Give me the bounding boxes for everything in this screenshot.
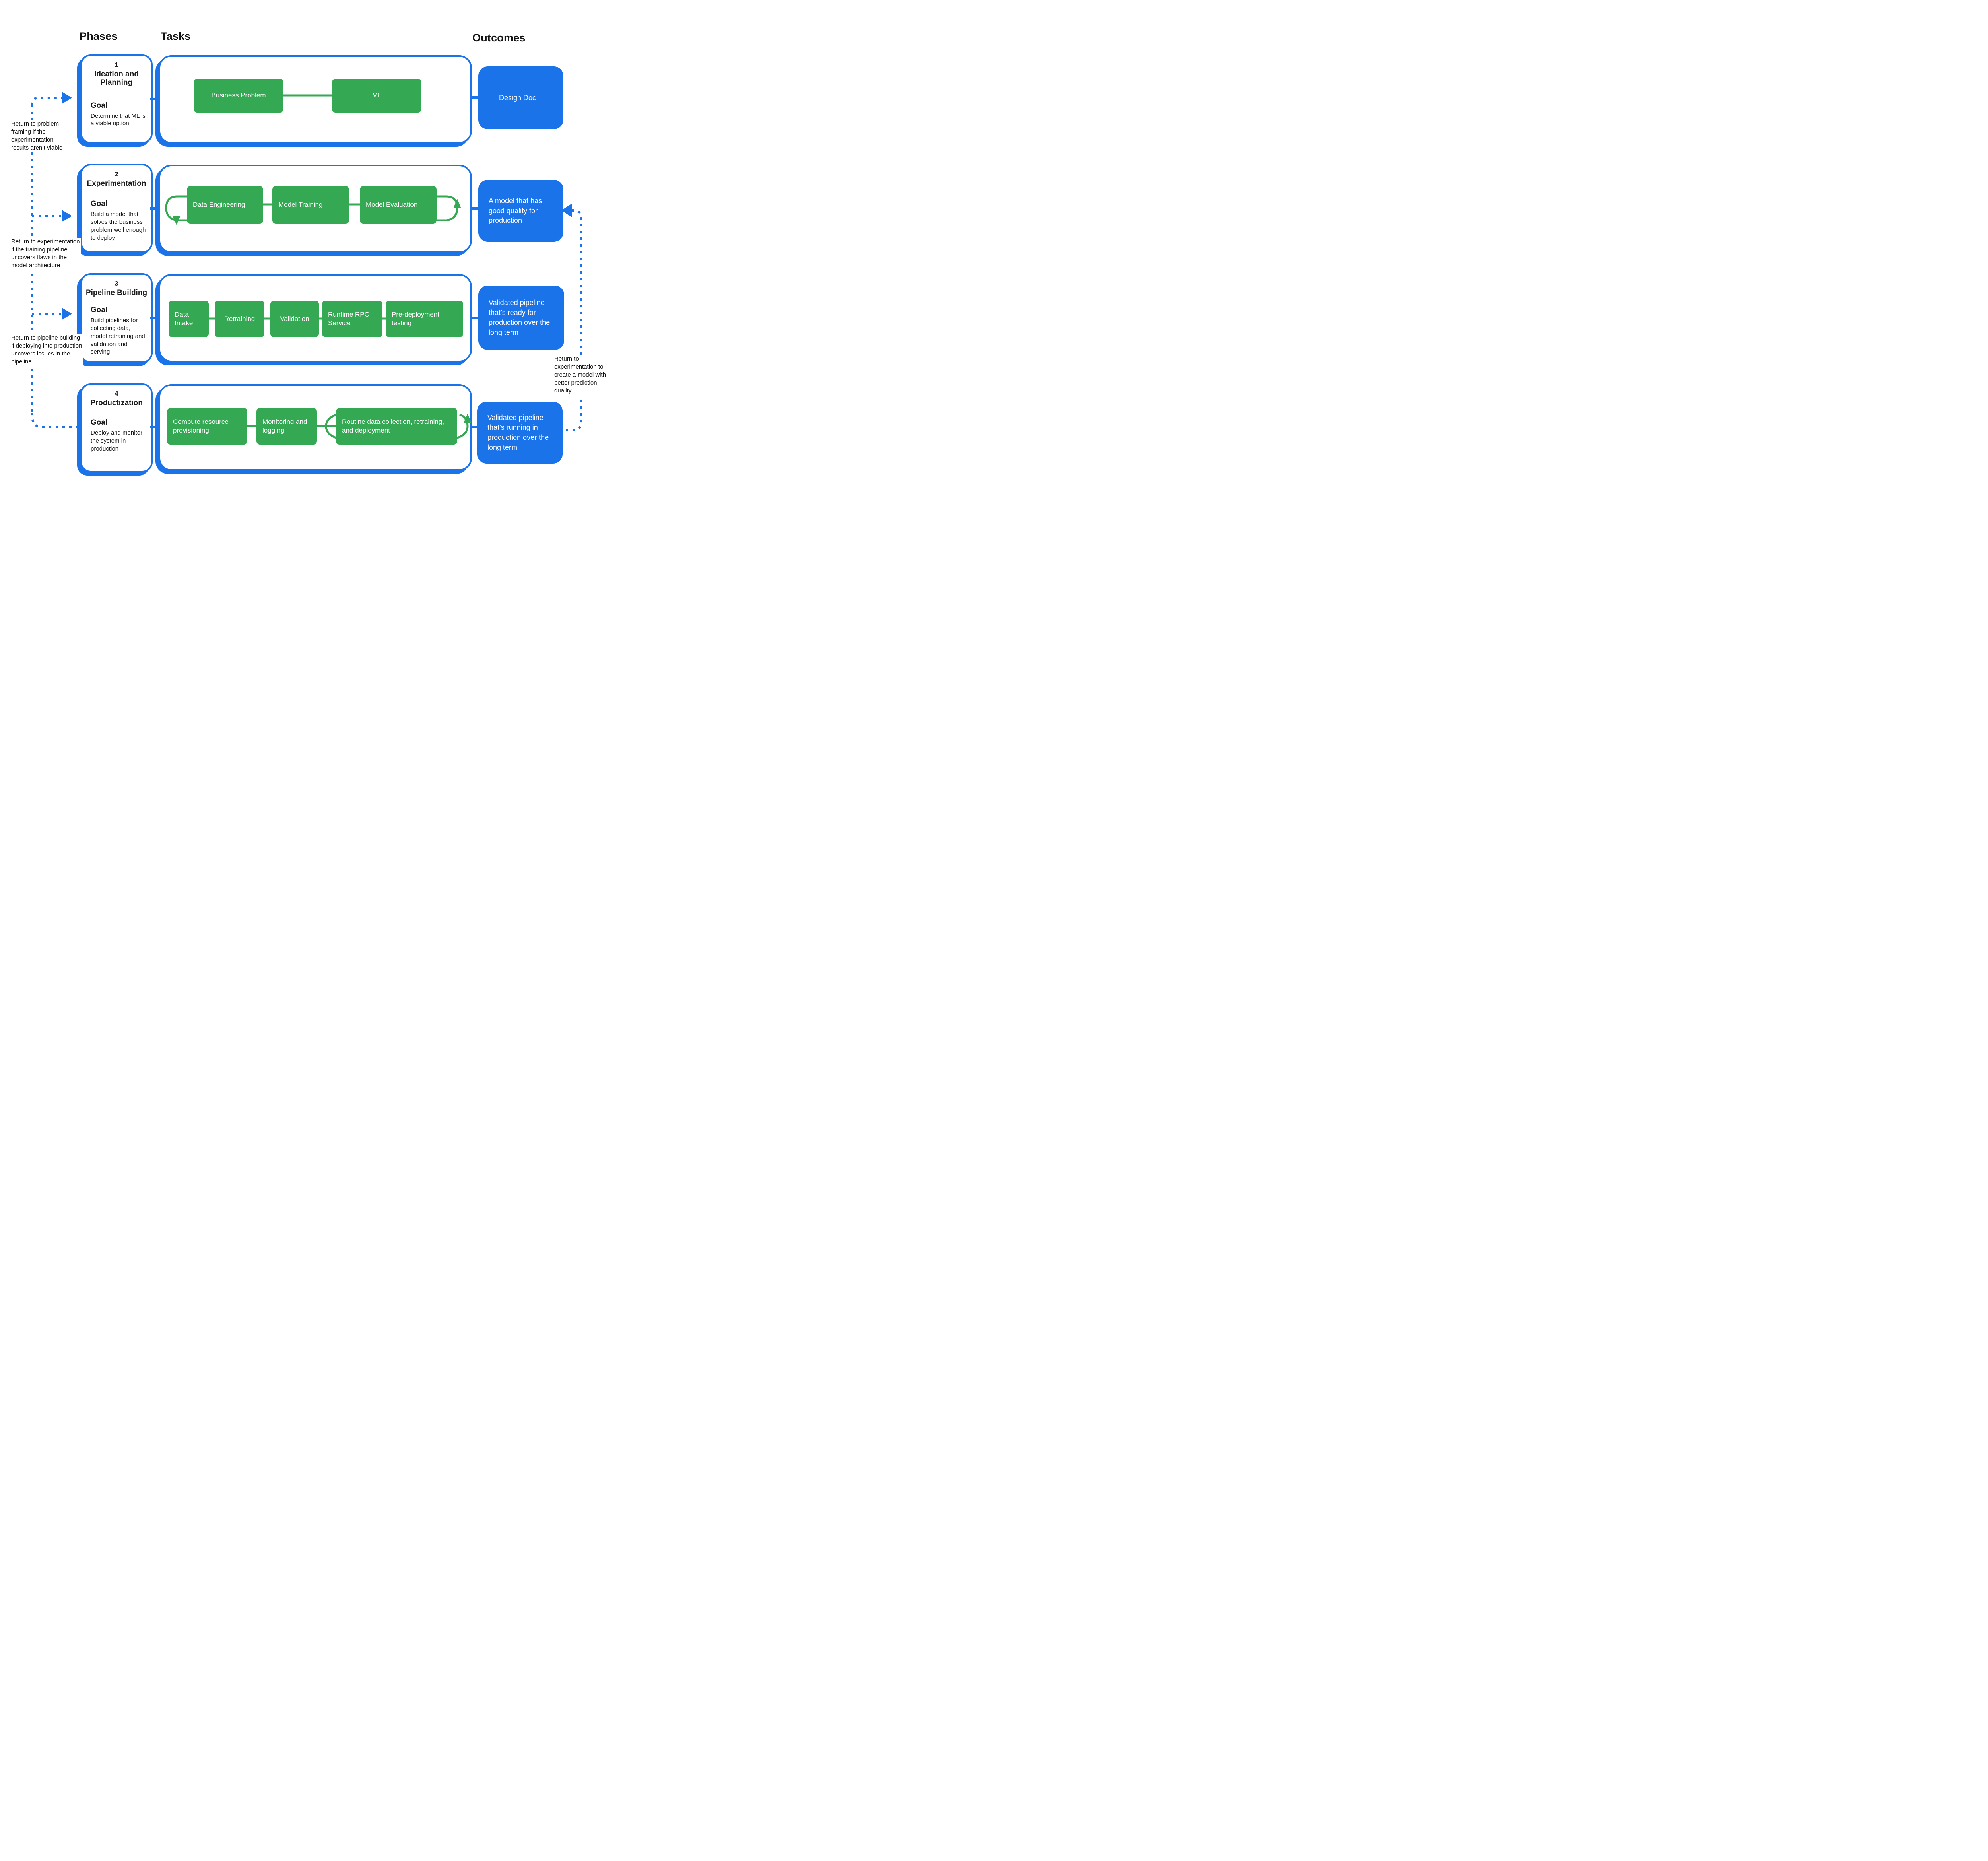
goal-text: Deploy and monitor the system in product…: [91, 429, 143, 452]
phase-card-productization: 4 Productization Goal Deploy and monitor…: [80, 383, 153, 472]
phase-card-pipeline-building: 3 Pipeline Building Goal Build pipelines…: [80, 273, 153, 363]
outcome-validated-pipeline-ready: Validated pipeline that’s ready for prod…: [478, 286, 564, 350]
phase-card-experimentation: 2 Experimentation Goal Build a model tha…: [80, 164, 153, 253]
outcome-model-quality: A model that has good quality for produc…: [478, 180, 563, 242]
task-compute-resource-provisioning: Compute resource provisioning: [167, 408, 247, 445]
phases-column-header: Phases: [80, 30, 118, 42]
outcomes-column-header: Outcomes: [472, 32, 526, 44]
cards-layer: 1 Ideation and Planning Goal Determine t…: [0, 0, 615, 507]
goal-label: Goal: [91, 418, 108, 427]
phase-title: Pipeline Building: [85, 289, 148, 297]
phase-title: Experimentation: [87, 179, 146, 188]
phase-title: Ideation and Planning: [94, 70, 139, 87]
goal-label: Goal: [91, 306, 108, 315]
task-data-engineering: Data Engineering: [187, 186, 263, 224]
task-monitoring-and-logging: Monitoring and logging: [256, 408, 317, 445]
tasks-column-header: Tasks: [161, 30, 191, 42]
task-business-problem: Business Problem: [194, 79, 283, 113]
task-ml: ML: [332, 79, 421, 113]
annotation-return-better-quality: Return to experimentation to create a mo…: [554, 355, 615, 395]
task-model-evaluation: Model Evaluation: [360, 186, 437, 224]
outcome-validated-pipeline-running: Validated pipeline that’s running in pro…: [477, 402, 563, 464]
task-routine-data-collection: Routine data collection, retraining, and…: [336, 408, 457, 445]
goal-label: Goal: [91, 101, 108, 110]
ml-workflow-diagram: Phases Tasks Outcomes 1 Ideation and Pla…: [0, 0, 615, 507]
task-retraining: Retraining: [215, 301, 264, 337]
annotation-return-problem-framing: Return to problem framing if the experim…: [11, 120, 72, 152]
phase-number: 2: [115, 171, 118, 178]
goal-text: Build pipelines for collecting data, mod…: [91, 317, 145, 355]
task-runtime-rpc-service: Runtime RPC Service: [322, 301, 382, 337]
outcome-design-doc: Design Doc: [478, 66, 563, 129]
phase-number: 4: [115, 390, 118, 397]
phase-number: 1: [115, 62, 118, 68]
goal-text: Determine that ML is a viable option: [91, 112, 146, 127]
annotation-return-experimentation: Return to experimentation if the trainin…: [11, 238, 81, 270]
phase-number: 3: [115, 280, 118, 287]
annotation-return-pipeline-building: Return to pipeline building if deploying…: [11, 334, 83, 366]
task-validation: Validation: [270, 301, 319, 337]
goal-label: Goal: [91, 200, 108, 208]
goal-text: Build a model that solves the business p…: [91, 211, 146, 241]
task-pre-deployment-testing: Pre-deployment testing: [386, 301, 463, 337]
phase-title: Productization: [90, 399, 143, 407]
task-data-intake: Data Intake: [169, 301, 209, 337]
task-model-training: Model Training: [272, 186, 349, 224]
phase-card-ideation: 1 Ideation and Planning Goal Determine t…: [80, 54, 153, 144]
